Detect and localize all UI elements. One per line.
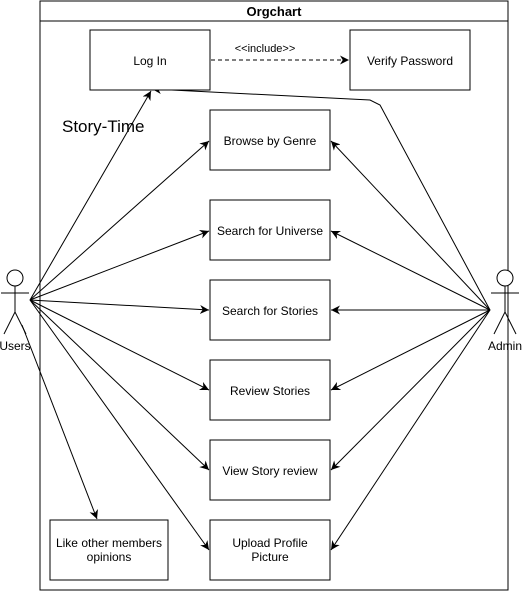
stick-figure-icon [1,269,29,335]
use-case-search-stories[interactable]: Search for Stories [209,279,331,341]
use-case-login[interactable]: Log In [89,29,211,91]
use-case-search-universe[interactable]: Search for Universe [209,199,331,261]
edge-users-universe [29,230,210,301]
edge-admin-upload [330,309,491,551]
use-case-like-label-line2: opinions [87,550,132,564]
system-label: Story-Time [62,117,145,136]
use-case-view-story-review[interactable]: View Story review [209,439,331,501]
edge-admin-universe [330,230,491,311]
edge-users-view-review [29,299,210,471]
use-case-like-label-line1: Like other members [56,536,162,550]
use-case-view-review-label: View Story review [222,464,317,478]
use-case-verify-password[interactable]: Verify Password [349,29,471,91]
edge-admin-review [330,309,491,391]
actor-users[interactable]: Users [0,269,31,353]
use-case-browse-by-genre[interactable]: Browse by Genre [209,109,331,171]
use-case-review-label: Review Stories [230,384,310,398]
use-case-upload-profile-picture[interactable]: Upload Profile Picture [209,519,331,581]
edge-admin-login [151,84,491,311]
use-case-like-opinions[interactable]: Like other members opinions [49,519,169,581]
use-case-login-label: Log In [133,54,166,68]
edge-admin-browse [330,140,491,311]
actor-admin-label: Admin [488,339,522,353]
frame-title: Orgchart [247,4,303,19]
use-case-upload-label-line1: Upload Profile [232,536,308,550]
use-case-stories-label: Search for Stories [222,304,318,318]
edge-users-review [29,299,210,391]
edge-users-upload [29,299,210,551]
use-case-review-stories[interactable]: Review Stories [209,359,331,421]
edge-users-browse [29,140,210,301]
include-label: <<include>> [235,43,296,55]
edge-admin-view-review [330,309,491,471]
actor-users-label: Users [0,339,31,353]
connections [21,55,491,551]
use-case-universe-label: Search for Universe [217,224,323,238]
use-case-browse-label: Browse by Genre [224,134,317,148]
use-case-upload-label-line2: Picture [251,550,289,564]
edge-users-login [29,90,152,301]
use-case-verify-password-label: Verify Password [367,54,453,68]
stick-figure-icon [491,269,519,335]
edge-users-stories [29,299,210,314]
edge-users-like [21,324,98,520]
actor-admin[interactable]: Admin [488,269,522,353]
